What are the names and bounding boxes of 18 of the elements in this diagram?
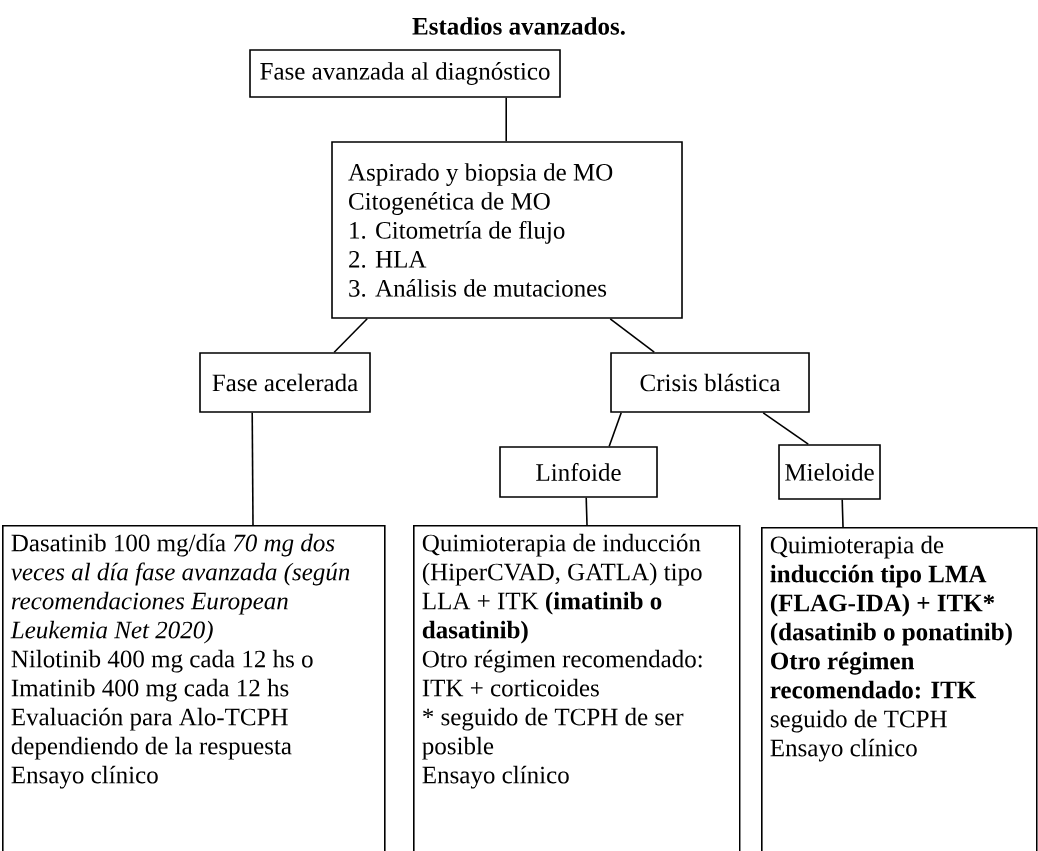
process-box: Crisis blástica [610,352,810,413]
connector-line [609,318,655,353]
text-box: Quimioterapia de inducción tipo LMA (FLAG-IDA) + ITK* (dasatinib o ponatinib) Otro régimen recomendado: ITK seguido de TCPH Ensayo clínico [761,527,1038,851]
connector-line [251,412,254,526]
connector-line [585,497,588,526]
connector-line [841,499,844,528]
connector-line [505,97,507,142]
connector-line [333,318,368,353]
process-box: Aspirado y biopsia de MO Citogenética de MO 1. Citometría de flujo 2. HLA 3. Análisis de mutaciones [331,141,683,319]
text-box: Quimioterapia de inducción (HiperCVAD, GATLA) tipo LLA + ITK (imatinib o dasatinib) Otro régimen recomendado: ITK + corticoides * seguido de TCPH de ser posible Ensayo clínico [413,525,741,851]
text-box: Dasatinib 100 mg/día 70 mg dos veces al día fase avanzada (según recomendaciones European Leukemia Net 2020) Nilotinib 400 mg cada 12 hs o Imatinib 400 mg cada 12 hs Evaluación para Alo-TCPH dependiendo de la respuesta Ensayo clínico [2,525,386,851]
process-box: Fase acelerada [199,352,371,413]
connector-line [762,412,809,445]
process-box: Linfoide [499,446,658,498]
connector-line [608,412,622,447]
process-box: Fase avanzada al diagnóstico [249,49,561,98]
process-box: Mieloide [778,444,881,500]
title: Estadios avanzados. [412,17,625,35]
